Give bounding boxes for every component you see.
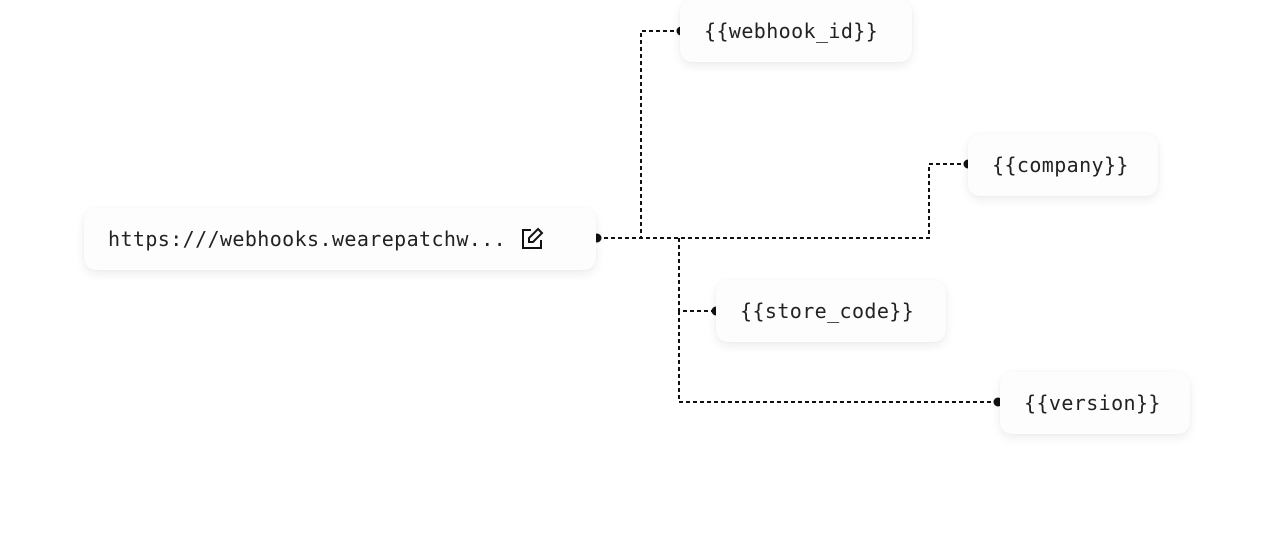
variable-node-store-code[interactable]: {{store_code}} [716, 280, 946, 342]
connector-webhook-id [597, 30, 681, 239]
variable-node-version[interactable]: {{version}} [1000, 372, 1190, 434]
variable-label: {{company}} [992, 153, 1129, 177]
variable-label: {{store_code}} [740, 299, 915, 323]
variable-label: {{webhook_id}} [704, 19, 879, 43]
source-url-label: https:///webhooks.wearepatchw... [108, 227, 507, 251]
variable-label: {{version}} [1024, 391, 1161, 415]
variable-node-webhook-id[interactable]: {{webhook_id}} [680, 0, 912, 62]
connector-version [678, 311, 998, 403]
connector-company [597, 163, 968, 239]
connector-store-code [678, 238, 716, 312]
edit-icon[interactable] [520, 227, 544, 251]
source-url-node[interactable]: https:///webhooks.wearepatchw... [84, 208, 596, 270]
variable-node-company[interactable]: {{company}} [968, 134, 1158, 196]
